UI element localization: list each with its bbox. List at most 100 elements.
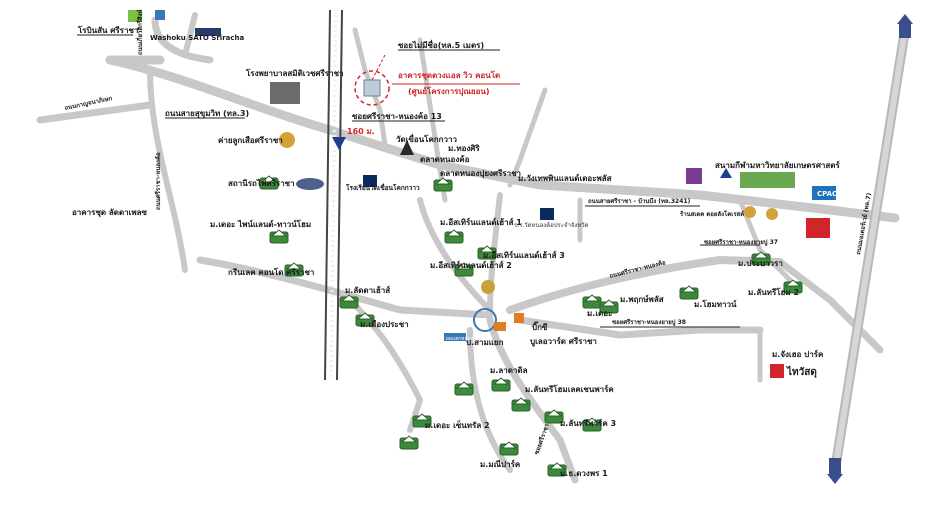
label-camp: ค่ายลูกเสือศรีราชา [218, 135, 283, 146]
label-house-3: ม.อีสเทิร์นแลนด์เฮ้าส์ 3 [483, 250, 565, 260]
label-house-lalin: ม.ลัดดาเฮ้าส์ [345, 285, 390, 295]
house-roof-icon [680, 285, 698, 293]
house-roof-icon [413, 413, 431, 421]
label-robinson: โรบินสัน ศรีราชา [77, 25, 138, 35]
house-roof-icon [492, 377, 510, 385]
house-roof-icon [548, 462, 566, 470]
railway [324, 9, 343, 381]
label-thai-watsadu: ไทวัสดุ [786, 365, 817, 378]
washoku-icon [155, 10, 165, 20]
label-university: สนามกีฬามหาวิทยาลัยเกษตรศาสตร์ [715, 160, 840, 170]
train-station-icon [296, 178, 324, 190]
house-roof-icon [583, 294, 601, 302]
label-soi-38: ซอยศรีราชา-หนองยายบู่ 38 [612, 318, 686, 327]
temple-icon [400, 140, 414, 155]
label-house-saengsiri: ม.ธ.ดวงพร 1 [560, 469, 608, 478]
road-top-left [151, 16, 214, 64]
label-house-chaiyapruek: ม.ลันทรีโฮมเลคเชนพาร์ค [525, 384, 614, 394]
label-soi-37: ซอยศรีราชา-หนองยายบู่ 37 [704, 238, 778, 247]
house-roof-icon [356, 312, 374, 320]
motorway [827, 14, 913, 484]
project-marker [354, 54, 520, 106]
label-school-north: โรงเรียนวัดเขื่อนโคกกวาว [345, 182, 420, 192]
label-house-pruksa: ม.พฤกษ์พลัส [620, 294, 664, 304]
house-roof-icon [285, 262, 303, 270]
label-soi-mai-mee-chue: ซอยไม่มีชื่อ(ทล.5 เมตร) [398, 39, 484, 50]
house-roof-icon [478, 245, 496, 253]
label-left-road: ถนนศรีราชา-หนองค้อ [154, 152, 162, 210]
road-sw [347, 297, 423, 433]
house-roof-icon [600, 299, 618, 307]
label-soi-13: ซอยศรีราชา-หนองค้อ 13 [352, 111, 442, 121]
sign-icon [332, 137, 346, 150]
road-left-diagonal [147, 67, 188, 273]
clock-icon [766, 208, 778, 220]
label-project-line2: (ศูนย์โครงการปุณยอน) [408, 86, 490, 97]
house-roof-icon [545, 409, 563, 417]
label-house-phrakanong: ม.ลันทรีพาร์ค 3 [560, 418, 616, 428]
label-school-mid: ร.ร.วัดหนองค้อประจำจังหวัด [514, 222, 589, 229]
label-bangkok-bank: บูเลอวาร์ด ศรีราชา [530, 336, 597, 347]
road-soi-north-2 [417, 37, 443, 173]
label-grand-condo: กรีนเลค คอนโด ศรีราชา [228, 267, 314, 277]
house-roof-icon [583, 417, 601, 425]
circle-center-icon [473, 308, 497, 332]
label-house-2: ม.อีสเทิร์นแลนด์เฮ้าส์ 2 [430, 260, 512, 270]
label-kasetsart: ม.วังเทพพินแลนด์เดอะพลัส [518, 173, 612, 183]
label-underlines [77, 34, 760, 328]
label-house-lumpini: ม.เดอะ ไพน์แลนด์-ทาวน์โฮม [210, 219, 311, 229]
road-network [36, 12, 900, 484]
house-roof-icon [455, 262, 473, 270]
hospital-icon [270, 82, 300, 104]
label-house-laddarom: ม.ลาดาดิล [490, 366, 528, 375]
deli-icon [686, 168, 702, 184]
sign-center-icon [444, 333, 466, 341]
label-market: ตลาดหนองค้อ [420, 154, 470, 164]
arrow-north-icon [897, 14, 913, 24]
label-sukhumvit: ถนนสายสุขุมวิท (ทล.3) [165, 109, 249, 119]
label-sriracha-ban-bueng: ถนนสายศรีราชา - บ้านบึง (ทล.3241) [588, 197, 691, 205]
label-house-home: ม.โฮมทาวน์ [694, 299, 737, 309]
big-c-icon [514, 313, 524, 323]
label-house-sansiri: ม.ลันทรีโฮม 2 [748, 287, 799, 297]
school-icon [363, 175, 377, 187]
stadium-icon [740, 172, 795, 188]
temple-gold-icon [481, 280, 495, 294]
label-hospital: โรงพยาบาลสมิติเวชศรีราชา [245, 68, 344, 78]
coffee-icon [744, 206, 756, 218]
market-icon [806, 218, 830, 238]
university-icon [720, 168, 732, 178]
label-project-line1: อาคารชุดดวงแอล วิว คอนโด [398, 70, 500, 81]
label-house-muang: ม.เมืองประชา [360, 319, 409, 329]
road-soi-north-3 [507, 87, 548, 188]
washoku-car-icon [195, 28, 221, 36]
label-house-prapa: ม.ประบาวรา [738, 259, 783, 268]
label-house-the-center: ม.เดอะ เซ็นทรัล 2 [425, 419, 490, 430]
label-temple: วัดเขื่อนโคกกวาว [396, 133, 457, 144]
road-soi-38 [516, 316, 764, 339]
road-central [417, 197, 493, 313]
road-east-diag [506, 256, 784, 314]
icons [128, 10, 836, 378]
house-roof-icon [752, 251, 770, 259]
label-house-the: ม.เดอะ [587, 309, 612, 318]
label-coffee: ร้านสเตค ดอยลังโคเรสต์ [680, 210, 744, 218]
cpac-icon [812, 186, 836, 200]
label-house-1: ม.อีสเทิร์นแลนด์เฮ้าส์ 1 [440, 217, 522, 227]
house-roof-icon [445, 229, 463, 237]
label-kasem-market: ตลาดหนองปุยงศรีราชา [440, 168, 521, 179]
road-west-connect [196, 256, 494, 319]
label-big-c: บิ๊กซี [532, 321, 548, 332]
house-roof-icon [784, 279, 802, 287]
label-house-manee: ม.มณีปาร์ค [480, 459, 520, 469]
thai-watsadu-icon [770, 364, 784, 378]
arrow-south-icon [827, 474, 843, 484]
label-washoku: Washoku SATO Sriracha [150, 34, 245, 42]
label-vip-house: ม.ทองศิริ [448, 144, 480, 153]
label-south-road: ซอยศรีราชา [532, 423, 551, 456]
label-cpac: CPAC [817, 190, 837, 198]
house-roof-icon [270, 229, 288, 237]
label-sign-center: ผลแยกหนองค้อ [446, 335, 480, 342]
